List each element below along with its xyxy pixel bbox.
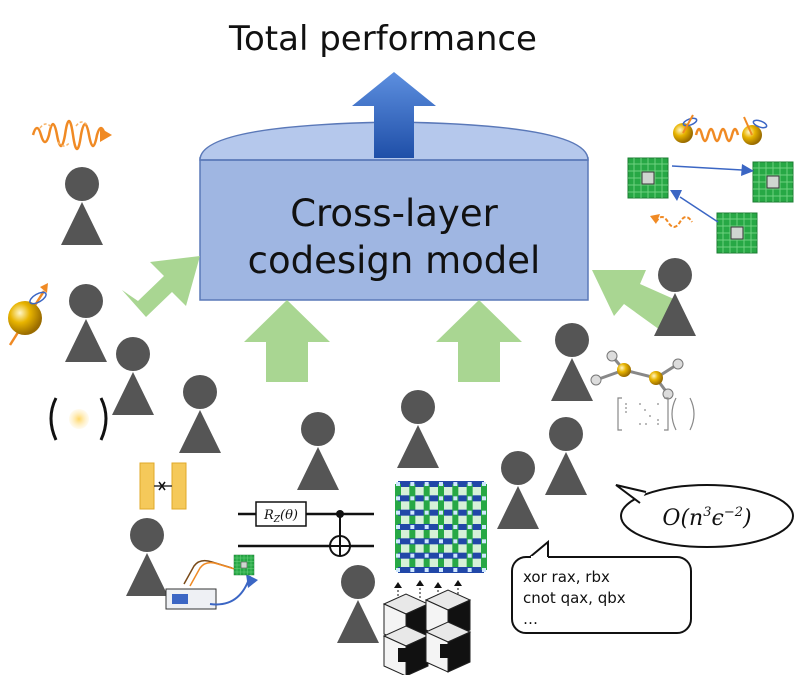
person-icon xyxy=(337,565,379,643)
person-icon xyxy=(497,451,539,529)
complexity-speech-bubble xyxy=(615,484,794,548)
input-arrow-right xyxy=(592,270,676,330)
code-cubes-icon xyxy=(383,580,471,675)
code-line-1: xor rax, rbx xyxy=(523,568,610,586)
model-label-line2: codesign model xyxy=(248,239,541,282)
distributed-chips-icon xyxy=(627,114,794,254)
code-line-2: cnot qax, qbx xyxy=(523,589,626,607)
person-icon xyxy=(397,390,439,468)
input-arrow-left xyxy=(122,256,200,317)
person-icon xyxy=(126,518,168,596)
person-icon xyxy=(61,167,103,245)
person-icon xyxy=(551,323,593,401)
control-electronics-icon xyxy=(165,554,258,610)
assembly-code-callout xyxy=(511,539,692,634)
performance-arrow xyxy=(352,72,436,158)
rz-gate-label: RZ(θ) xyxy=(263,508,298,525)
trapped-atom-icon xyxy=(49,397,108,441)
person-icon xyxy=(65,284,107,362)
model-label-line1: Cross-layer xyxy=(290,192,498,235)
wave-packet-icon xyxy=(31,119,112,151)
diagram-title: Total performance xyxy=(228,19,537,59)
code-line-3: … xyxy=(523,610,538,628)
person-icon xyxy=(297,412,339,490)
molecule-icon xyxy=(590,350,684,400)
input-arrow-center-right xyxy=(436,300,522,382)
surface-code-lattice-icon xyxy=(395,481,487,573)
josephson-junction-icon xyxy=(139,462,187,510)
person-icon xyxy=(112,337,154,415)
input-arrow-center-left xyxy=(244,300,330,382)
person-icon xyxy=(545,417,587,495)
person-icon xyxy=(179,375,221,453)
rz-gate xyxy=(255,501,307,527)
matrix-icon xyxy=(617,397,695,431)
spin-atom-icon xyxy=(8,283,48,346)
complexity-formula: O(n3ϵ−2) xyxy=(662,505,751,531)
quantum-circuit xyxy=(238,501,374,557)
